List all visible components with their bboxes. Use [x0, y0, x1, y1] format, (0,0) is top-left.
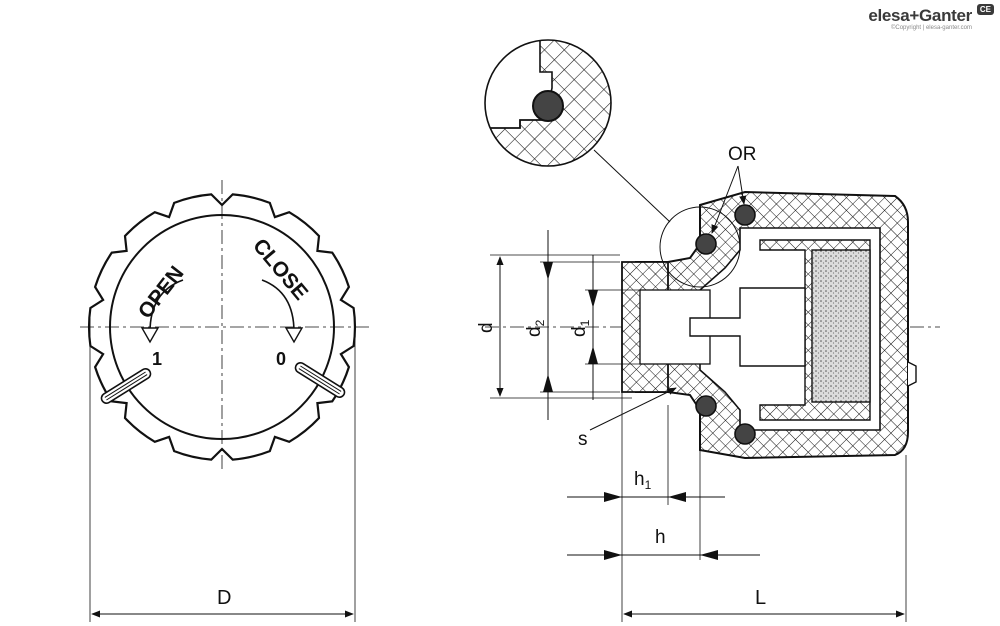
position-open-number: 1	[152, 349, 162, 369]
brand-name: elesa+Ganter	[868, 6, 972, 25]
s-leader	[589, 387, 677, 431]
enlarged-detail	[484, 39, 612, 167]
d2-arrow-bottom-icon	[543, 374, 553, 392]
d2-arrow-top-icon	[543, 262, 553, 280]
detail-leader-line	[593, 149, 671, 223]
diameter-label: D	[217, 587, 231, 609]
d-label: d	[476, 322, 497, 333]
valve-stem	[689, 287, 806, 367]
cap-end-detail	[907, 361, 917, 387]
h-arrow-left-icon	[604, 550, 622, 560]
h-arrow-right-icon	[700, 550, 718, 560]
filter-element	[811, 249, 871, 403]
brand-logo: elesa+Ganter ©Copyright | elesa-ganter.c…	[868, 4, 994, 31]
or-leader-1	[711, 165, 739, 234]
front-view: OPEN CLOSE 1 0 D	[80, 180, 370, 622]
o-ring-bottom-inner	[695, 395, 717, 417]
d1-arrow-bottom-icon	[588, 346, 598, 364]
brand-copyright: ©Copyright | elesa-ganter.com	[890, 25, 972, 31]
brand-badge: CE	[976, 4, 994, 15]
h1-arrow-left-icon	[604, 492, 622, 502]
o-ring-label: OR	[728, 144, 757, 165]
o-ring-top-outer	[734, 204, 756, 226]
s-label: s	[578, 429, 588, 450]
knob-inner-ring	[109, 214, 335, 440]
length-label: L	[755, 587, 766, 609]
section-view: OR d d2 d1 s h1	[476, 39, 940, 622]
open-arrow-head-icon	[140, 327, 160, 344]
detail-callout-circle	[659, 206, 741, 288]
detail-circle-outline	[484, 39, 612, 167]
h-label: h	[655, 527, 666, 548]
open-direction-arrow	[149, 279, 184, 333]
h1-label: h1	[634, 469, 652, 492]
close-direction-arrow	[261, 279, 295, 333]
h1-arrow-right-icon	[668, 492, 686, 502]
close-arrow-head-icon	[284, 327, 304, 344]
left-indicator-pin	[100, 368, 152, 404]
d1-arrow-top-icon	[588, 290, 598, 308]
knob-outer-ring	[87, 193, 357, 461]
o-ring-top-inner	[695, 233, 717, 255]
right-indicator-pin	[294, 362, 346, 398]
or-leader-2	[737, 165, 747, 205]
o-ring-bottom-outer	[734, 423, 756, 445]
d2-label: d2	[524, 319, 547, 337]
open-label: OPEN	[134, 262, 189, 323]
close-label: CLOSE	[248, 234, 312, 304]
d1-label: d1	[569, 319, 592, 337]
position-close-number: 0	[276, 349, 286, 369]
